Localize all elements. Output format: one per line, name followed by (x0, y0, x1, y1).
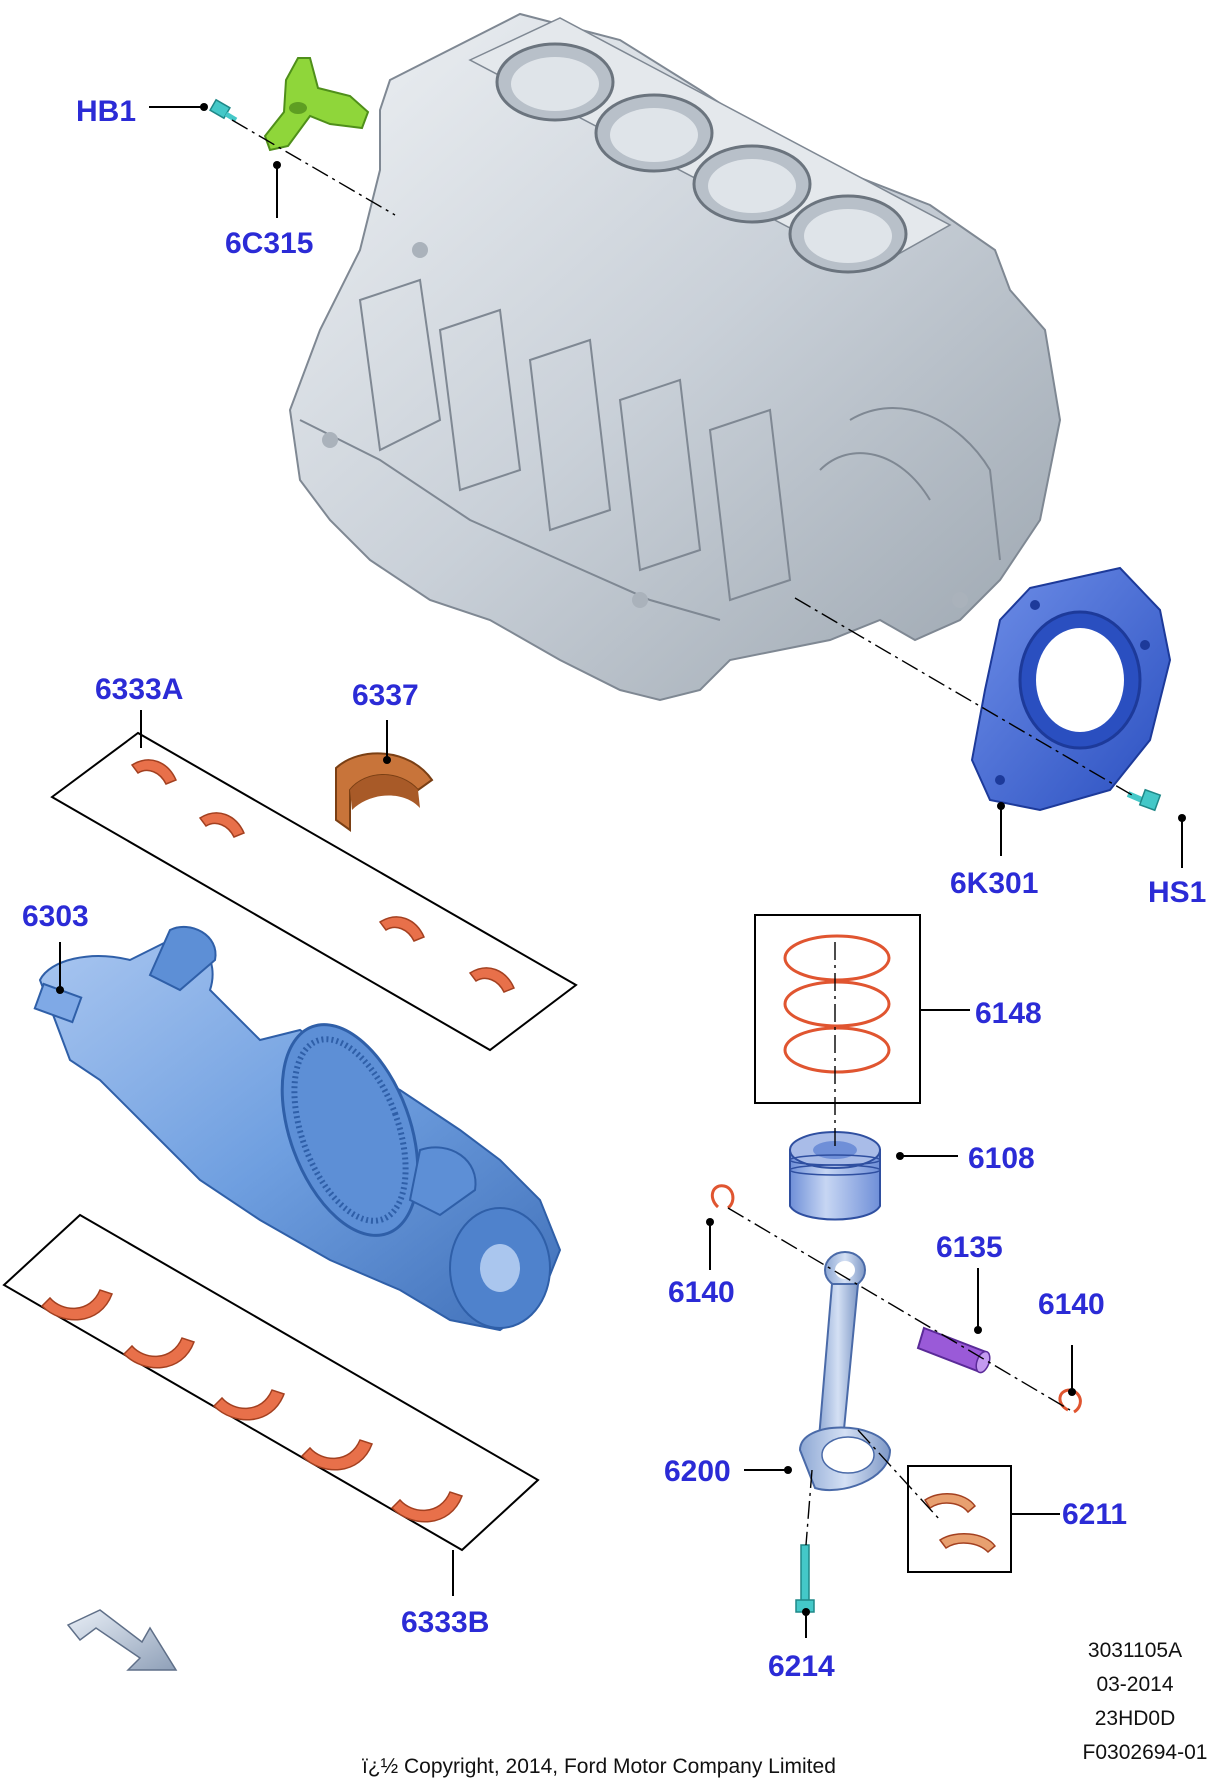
connecting-rod-6200 (798, 1251, 892, 1492)
cylinder-bores (495, 42, 908, 274)
bearing-set-6333a (50, 731, 578, 1052)
copyright-notice: ï¿½ Copyright, 2014, Ford Motor Company … (362, 1755, 836, 1778)
info-line: 03-2014 (1096, 1673, 1173, 1696)
center-lines (231, 119, 1133, 1546)
info-line: 3031105A (1088, 1639, 1182, 1662)
thrust-bearing-6337 (335, 752, 434, 832)
info-block: 3031105A 03-2014 23HD0D F0302694-01 (1083, 1639, 1208, 1764)
label-6108[interactable]: 6108 (968, 1142, 1035, 1175)
rod-bearing-6211 (907, 1465, 1012, 1573)
label-6214[interactable]: 6214 (768, 1650, 835, 1683)
crankshaft-6303 (33, 925, 562, 1332)
label-6140-right[interactable]: 6140 (1038, 1288, 1105, 1321)
label-6200[interactable]: 6200 (664, 1455, 731, 1488)
label-6333a[interactable]: 6333A (95, 673, 183, 706)
bolt-hs1 (1126, 788, 1162, 812)
label-6140-left[interactable]: 6140 (668, 1276, 735, 1309)
clip-6140-left (710, 1184, 735, 1210)
rear-seal-cover-6k301 (970, 566, 1172, 812)
piston-6108 (789, 1131, 881, 1221)
label-hb1[interactable]: HB1 (76, 95, 136, 128)
piston-pin-6135 (916, 1326, 991, 1374)
info-line: F0302694-01 (1083, 1741, 1208, 1764)
label-6303[interactable]: 6303 (22, 900, 89, 933)
bolt-hb1 (209, 98, 238, 123)
bearing-set-6333b (2, 1213, 540, 1552)
piston-rings-6148 (754, 914, 921, 1104)
callout-labels: HB1 6C315 6333A 6337 6K301 HS1 6303 6148… (22, 95, 1206, 1683)
label-6135[interactable]: 6135 (936, 1231, 1003, 1264)
bracket-6c315 (263, 57, 370, 152)
rod-bolt-6214 (795, 1544, 815, 1613)
label-6211[interactable]: 6211 (1062, 1498, 1127, 1531)
label-hs1[interactable]: HS1 (1148, 876, 1206, 909)
label-6148[interactable]: 6148 (975, 997, 1042, 1030)
label-6337[interactable]: 6337 (352, 679, 419, 712)
label-6333b[interactable]: 6333B (401, 1606, 489, 1639)
label-6k301[interactable]: 6K301 (950, 867, 1038, 900)
info-line: 23HD0D (1095, 1707, 1176, 1730)
direction-arrow-icon (66, 1609, 178, 1671)
leader-lines (56, 103, 1186, 1638)
engine-block (288, 12, 1062, 702)
label-6c315[interactable]: 6C315 (225, 227, 313, 260)
